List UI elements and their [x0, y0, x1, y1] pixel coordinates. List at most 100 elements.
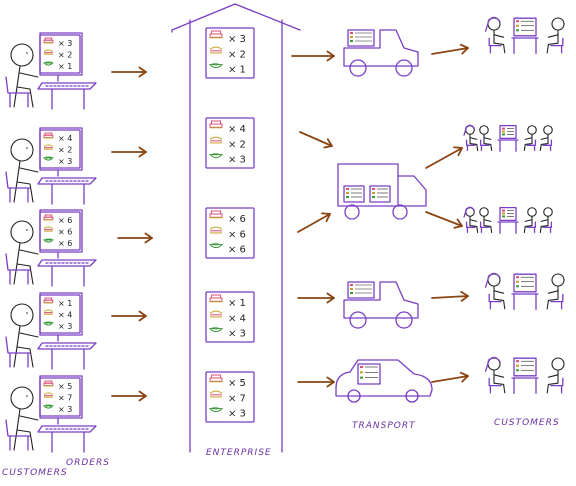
customer-at-computer: × 6 × 6 × 6: [5, 209, 97, 287]
salad-icon: [208, 327, 224, 333]
hamburger-icon: [43, 392, 54, 398]
salad-icon: [208, 63, 224, 69]
salad-icon: [42, 156, 55, 161]
hamburger-icon: [209, 390, 223, 398]
order-quantity: × 2: [58, 145, 72, 154]
flow-arrows: [111, 43, 469, 402]
cake-icon: [209, 120, 223, 129]
enterprise-order-panel: × 3 × 2 × 1: [205, 27, 255, 79]
customers-left-label: CUSTOMERS: [2, 468, 68, 478]
customer-pair: [484, 272, 565, 311]
flow-arrow: [431, 290, 469, 302]
flow-arrow: [297, 292, 335, 304]
salad-icon: [208, 243, 224, 249]
enterprise-order-panel: × 4 × 2 × 3: [205, 117, 255, 169]
order-quantity: × 3: [58, 157, 72, 166]
order-quantity: × 2: [228, 139, 246, 150]
order-quantity: × 1: [58, 62, 72, 71]
hamburger-icon: [209, 310, 223, 318]
flow-arrow: [431, 43, 469, 55]
car: [335, 359, 433, 403]
enterprise-order-panel: × 5 × 7 × 3: [205, 371, 255, 423]
order-quantity: × 1: [228, 65, 246, 76]
order-quantity: × 4: [228, 124, 246, 135]
order-quantity: × 3: [58, 405, 72, 414]
order-quantity: × 6: [228, 245, 246, 256]
customer-at-computer: × 1 × 4 × 3: [5, 292, 97, 370]
order-quantity: × 2: [58, 50, 72, 59]
cake-icon: [209, 30, 223, 39]
flow-arrow: [425, 146, 463, 169]
cake-icon: [43, 132, 54, 139]
order-quantity: × 5: [228, 378, 246, 389]
order-quantity: × 7: [58, 393, 72, 402]
salad-icon: [208, 407, 224, 413]
order-quantity: × 6: [58, 216, 72, 225]
salad-icon: [42, 321, 55, 326]
order-quantity: × 1: [58, 299, 72, 308]
hamburger-icon: [43, 226, 54, 232]
cake-icon: [209, 210, 223, 219]
order-quantity: × 3: [58, 322, 72, 331]
receiving-customers: [463, 16, 565, 395]
customer-at-computer: × 3 × 2 × 1: [5, 32, 97, 110]
orders-label: ORDERS: [66, 458, 110, 468]
flow-arrow: [117, 232, 153, 244]
cake-icon: [209, 294, 223, 303]
order-quantity: × 2: [228, 49, 246, 60]
order-quantity: × 3: [228, 34, 246, 45]
order-quantity: × 4: [58, 134, 72, 143]
flow-arrow: [111, 310, 147, 322]
order-quantity: × 4: [58, 310, 72, 319]
order-quantity: × 3: [228, 329, 246, 340]
cake-icon: [43, 37, 54, 44]
order-quantity: × 3: [58, 39, 72, 48]
salad-icon: [208, 153, 224, 159]
customers-group: × 3× 2× 1× 4× 2× 3× 6× 6× 6× 1× 4× 3× 5×…: [5, 32, 97, 453]
flow-arrow: [111, 146, 147, 158]
transport-label: TRANSPORT: [352, 421, 416, 431]
hamburger-icon: [209, 226, 223, 234]
order-quantity: × 7: [228, 393, 246, 404]
pickup-truck: [343, 281, 419, 329]
salad-icon: [42, 238, 55, 243]
customer-at-computer: × 4 × 2 × 3: [5, 127, 97, 205]
enterprise-order-panel: × 1 × 4 × 3: [205, 291, 255, 343]
cake-icon: [43, 214, 54, 221]
order-quantity: × 6: [58, 227, 72, 236]
cake-icon: [43, 297, 54, 304]
enterprise-label: ENTERPRISE: [206, 448, 272, 458]
hamburger-icon: [209, 46, 223, 54]
flow-arrow: [297, 212, 331, 233]
pickup-truck: [343, 29, 419, 77]
customer-group: [463, 124, 553, 152]
flow-arrow: [111, 390, 147, 402]
flow-arrow: [291, 50, 335, 62]
salad-icon: [42, 61, 55, 66]
cake-icon: [209, 374, 223, 383]
customer-pair: [484, 356, 565, 395]
hamburger-icon: [43, 309, 54, 315]
delivery-truck: [337, 163, 427, 220]
order-quantity: × 5: [58, 382, 72, 391]
customer-pair: [484, 16, 565, 55]
order-quantity: × 1: [228, 298, 246, 309]
flow-arrow: [425, 211, 463, 229]
enterprise-orders: × 3× 2× 1× 4× 2× 3× 6× 6× 6× 1× 4× 3× 5×…: [205, 27, 255, 423]
order-quantity: × 4: [228, 313, 246, 324]
flow-arrow: [297, 376, 335, 388]
hamburger-icon: [43, 49, 54, 55]
order-quantity: × 6: [58, 239, 72, 248]
hamburger-icon: [43, 144, 54, 150]
order-quantity: × 3: [228, 409, 246, 420]
flow-arrow: [299, 131, 333, 149]
customer-at-computer: × 5 × 7 × 3: [5, 375, 97, 453]
flow-arrow: [431, 371, 469, 383]
cake-icon: [43, 380, 54, 387]
customer-group: [463, 206, 553, 234]
order-quantity: × 3: [228, 155, 246, 166]
customers-right-label: CUSTOMERS: [494, 418, 560, 428]
salad-icon: [42, 404, 55, 409]
